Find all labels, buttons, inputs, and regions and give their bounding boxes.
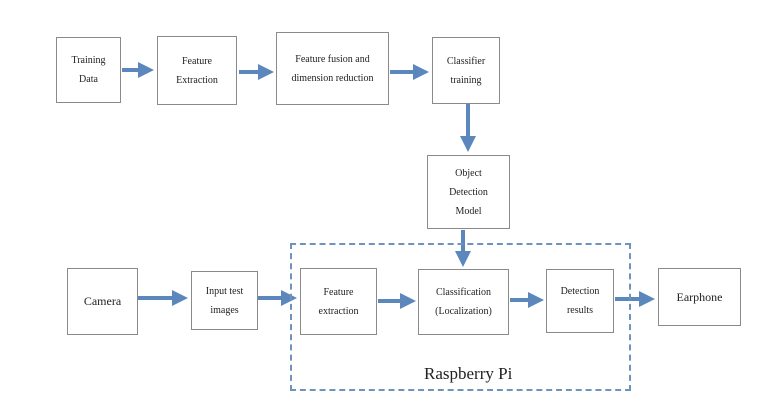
classifier-training-box: Classifier training	[432, 37, 500, 104]
object-detection-model-box: Object Detection Model	[427, 155, 510, 229]
raspberry-pi-label: Raspberry Pi	[424, 364, 513, 383]
input-test-images-box: Input test images	[191, 271, 258, 330]
feature-extraction-bottom-box: Feature extraction	[300, 268, 377, 335]
detection-results-box: Detection results	[546, 269, 614, 333]
camera-box: Camera	[67, 268, 138, 335]
feature-extraction-top-box: Feature Extraction	[157, 36, 237, 105]
raspberry-pi-group	[290, 243, 631, 391]
classification-box: Classification (Localization)	[418, 269, 509, 335]
earphone-box: Earphone	[658, 268, 741, 326]
training-data-box: Training Data	[56, 37, 121, 103]
feature-fusion-box: Feature fusion and dimension reduction	[276, 32, 389, 105]
